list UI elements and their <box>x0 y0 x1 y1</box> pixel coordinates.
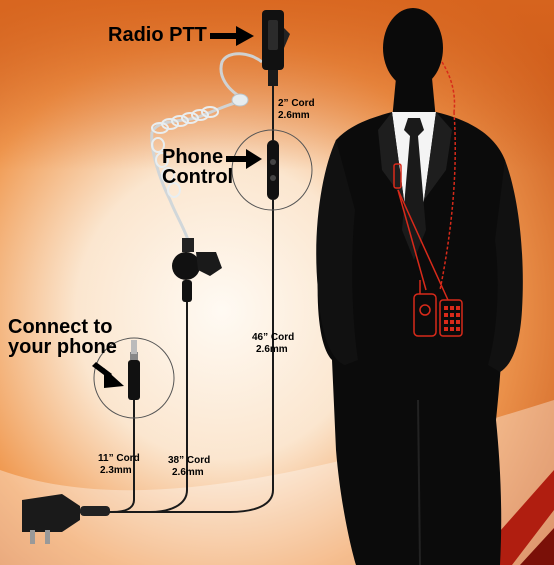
red-radio-speaker <box>419 304 431 316</box>
connect-phone-label-line2: your phone <box>8 336 117 358</box>
arrow-connect-phone <box>92 362 124 388</box>
cord-main-length: 46” Cord <box>252 332 295 343</box>
red-cord-to-radio <box>439 111 456 291</box>
corner-stripe-2 <box>520 528 554 565</box>
wire-speaker-down <box>149 302 188 513</box>
radio-ptt-device <box>262 10 290 86</box>
red-earpiece-tube <box>441 61 456 113</box>
tube-coil <box>151 106 219 198</box>
worn-earpiece-illustration <box>393 61 463 337</box>
connect-phone-label-line1: Connect to <box>8 316 113 338</box>
neck <box>392 78 436 120</box>
businessman-silhouette <box>316 8 523 565</box>
phone-control-label-line1: Phone <box>162 146 224 168</box>
lapel-right <box>424 112 452 200</box>
cord-mid-length: 38” Cord <box>168 455 211 466</box>
phone-control-callout-circle <box>231 129 313 211</box>
arrow-radio-ptt <box>210 26 254 46</box>
cord-top-diameter: 2.6mm <box>278 110 310 121</box>
phone-control-label-line2: Control <box>162 166 234 188</box>
lapel-left <box>378 112 404 200</box>
wires <box>80 86 274 513</box>
cord-main-diameter: 2.6mm <box>256 344 288 355</box>
speaker-housing <box>172 238 222 302</box>
phone-jack-callout-circle <box>93 337 175 419</box>
cord-left-diameter: 2.3mm <box>100 465 132 476</box>
red-ptt-clip <box>393 163 402 189</box>
arrow-phone-control <box>226 149 262 169</box>
leg-split <box>417 399 421 565</box>
right-arm <box>488 160 523 372</box>
cord-mid-diameter: 2.6mm <box>172 467 204 478</box>
phone-control-device <box>267 140 279 200</box>
head <box>383 8 443 88</box>
red-cord-radio <box>397 189 427 291</box>
red-radio <box>413 293 437 337</box>
jacket <box>317 112 510 565</box>
red-cord-phone <box>397 189 449 301</box>
cord-top-length: 2” Cord <box>278 98 315 109</box>
ear-mold <box>231 93 249 107</box>
radio-ptt-label: Radio PTT <box>108 24 207 46</box>
wire-main-bottom <box>80 489 274 513</box>
left-arm <box>316 140 358 365</box>
phone-jack-plug <box>128 340 140 400</box>
red-phone-keypad <box>444 306 460 331</box>
cord-left-length: 11” Cord <box>98 453 140 464</box>
radio-connector-plug <box>22 494 110 544</box>
red-phone <box>439 299 463 337</box>
